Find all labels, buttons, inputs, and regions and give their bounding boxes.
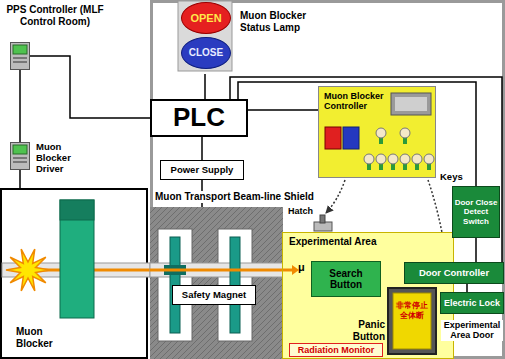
- radiation-monitor-box: Radiation Monitor: [289, 343, 383, 357]
- drawing-circle: [376, 154, 386, 164]
- door-controller-box: Door Controller: [404, 262, 504, 284]
- drawing-rect: [150, 263, 283, 277]
- power-supply-box: Power Supply: [160, 160, 244, 180]
- muon-blocker-box: Muon Blocker: [0, 188, 148, 359]
- controller-device: PPS Controller (MLF Control Room): [10, 42, 30, 70]
- signal-wire: [19, 70, 21, 142]
- drawing-path: [292, 265, 299, 275]
- node-label: PLC: [173, 103, 225, 133]
- drawing-rect: [60, 200, 94, 318]
- experimental-area: Experimental AreaSearch ButtonPanic Butt…: [282, 232, 454, 359]
- node-label: Experimental Area: [289, 236, 376, 248]
- drawing-line: [150, 269, 283, 272]
- drawing-circle: [400, 128, 410, 138]
- driver-device: Muon Blocker Driver: [10, 142, 30, 170]
- drawing-polygon: [6, 249, 50, 291]
- drawing-rect: [325, 127, 341, 149]
- signal-wire: [248, 109, 318, 111]
- open-lamp: OPEN: [181, 2, 231, 34]
- signal-wire: [475, 238, 477, 262]
- drawing-circle: [424, 154, 434, 164]
- drawing-rect: [320, 215, 325, 223]
- shield-band: Muon Transport Beam-line ShieldSafety Ma…: [150, 207, 283, 359]
- signal-wire: [19, 170, 21, 188]
- node-label: Safety Magnet: [182, 290, 246, 301]
- node-label: PPS Controller (MLF Control Room): [5, 4, 105, 27]
- node-illustration: [389, 289, 435, 353]
- node-label: Muon Blocker: [16, 326, 68, 349]
- node-label: Search Button: [312, 268, 380, 291]
- node-label: CLOSE: [189, 47, 223, 59]
- drawing-rect: [13, 61, 27, 63]
- signal-wire: [238, 82, 476, 186]
- drawing-rect: [393, 293, 431, 349]
- door-close-switch: Door Close Detect Switch: [452, 186, 500, 238]
- drawing-rect: [11, 43, 30, 70]
- key-to-hatch-dotted-arrow: [326, 180, 345, 213]
- signal-wire: [30, 56, 150, 118]
- drawing-line: [283, 269, 293, 272]
- hatch-label: Hatch: [288, 206, 313, 216]
- drawing-circle: [388, 154, 398, 164]
- drawing-circle: [400, 154, 410, 164]
- drawing-rect: [13, 45, 27, 54]
- drawing-rect: [391, 93, 431, 115]
- drawing-circle: [412, 154, 422, 164]
- node-label: Muon Blocker Driver: [36, 142, 80, 175]
- node-label: Door Close Detect Switch: [453, 198, 499, 226]
- drawing-rect: [178, 1, 232, 71]
- drawing-rect: [343, 127, 359, 149]
- signal-wire: [466, 284, 468, 292]
- node-label: Door Controller: [419, 268, 489, 279]
- node-label: 非常停止 全体断: [395, 301, 429, 320]
- panic-button-device: Panic Button非常停止 全体断: [387, 287, 437, 355]
- keys-label: Keys: [440, 172, 463, 183]
- node-label: Radiation Monitor: [298, 345, 375, 355]
- drawing-circle: [364, 154, 374, 164]
- safety-magnet-box: Safety Magnet: [172, 285, 256, 305]
- door-label: Experimental Area Door: [441, 320, 503, 341]
- drawing-rect: [150, 207, 283, 359]
- node-label: Muon Transport Beam-line Shield: [153, 191, 316, 203]
- node-label: Electric Lock: [444, 298, 500, 308]
- drawing-rect: [13, 57, 27, 59]
- electric-lock-box: Electric Lock: [440, 292, 504, 314]
- drawing-rect: [395, 97, 427, 111]
- beam-symbol: μ: [298, 261, 305, 274]
- drawing-rect: [13, 157, 27, 159]
- drawing-rect: [11, 143, 30, 170]
- signal-wire: [204, 74, 206, 99]
- drawing-rect: [13, 161, 27, 163]
- drawing-circle: [376, 128, 386, 138]
- search-button: Search Button: [311, 261, 381, 297]
- node-label: Panic Button: [339, 319, 385, 342]
- signal-wire: [201, 137, 203, 160]
- node-label: Muon Blocker Status Lamp: [240, 10, 335, 33]
- drawing-rect: [60, 200, 94, 220]
- hatch-icon: [314, 215, 332, 231]
- node-label: Power Supply: [171, 165, 234, 176]
- node-illustration: [10, 142, 30, 170]
- status-lamp-group: Muon Blocker Status Lamp OPEN CLOSE: [180, 2, 340, 74]
- drawing-rect: [13, 145, 27, 154]
- blocker-controller-panel: Muon Blocker Controller: [318, 86, 436, 178]
- plc-box: PLC: [150, 99, 248, 137]
- node-illustration: [150, 207, 283, 359]
- node-illustration: [10, 42, 30, 70]
- node-label: OPEN: [190, 12, 221, 25]
- node-label: Muon Blocker Controller: [324, 91, 388, 112]
- close-lamp: CLOSE: [181, 37, 231, 69]
